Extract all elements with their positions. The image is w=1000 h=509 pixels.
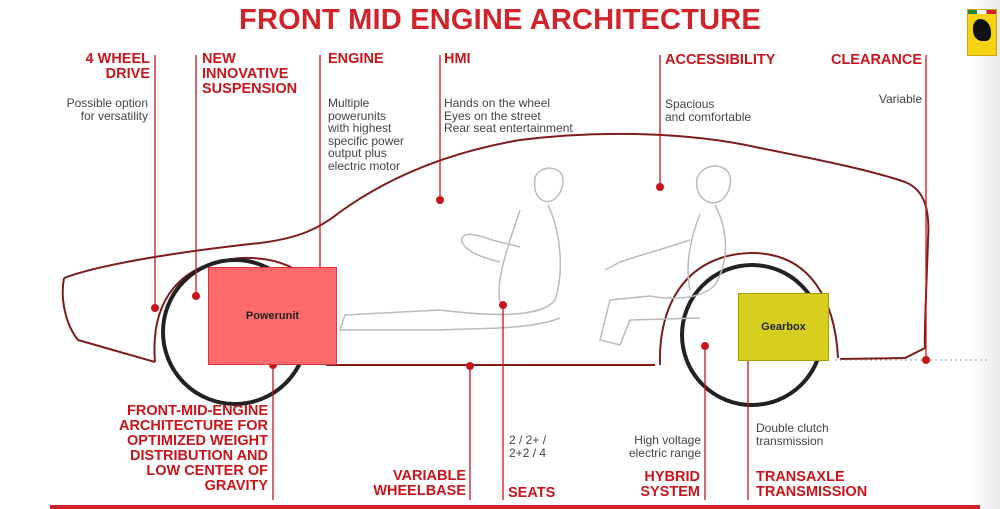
label-accessibility: ACCESSIBILITY — [665, 52, 776, 68]
page-title: FRONT MID ENGINE ARCHITECTURE — [239, 4, 761, 36]
label-clearance: CLEARANCE — [830, 52, 922, 68]
note-accessibility: Spacious and comfortable — [665, 97, 752, 124]
prancing-horse-shield-icon — [967, 9, 997, 56]
dot-4wd — [151, 304, 159, 312]
label-transaxle: TRANSAXLE TRANSMISSION — [756, 469, 868, 500]
bottom-accent-bar — [50, 505, 980, 509]
dot-clearance — [922, 356, 930, 364]
note-seats: 2 / 2+ / 2+2 / 4 — [509, 433, 547, 460]
leader-lines — [154, 55, 927, 500]
label-4-wheel-drive: 4 WHEEL DRIVE — [85, 51, 150, 82]
horse-icon — [973, 19, 991, 41]
car-body-outline — [61, 132, 930, 366]
note-4-wheel-drive: Possible option for versatility — [66, 96, 148, 123]
powerunit-box: Powerunit — [208, 267, 337, 365]
tricolor-stripe — [968, 10, 996, 14]
label-hybrid-system: HYBRID SYSTEM — [640, 469, 700, 500]
dot-wheelbase — [466, 362, 474, 370]
label-suspension: NEW INNOVATIVE SUSPENSION — [202, 51, 298, 97]
right-edge-rail — [972, 0, 1000, 509]
passenger-figure — [599, 165, 732, 346]
dot-hmi — [436, 196, 444, 204]
dot-seats — [499, 301, 507, 309]
note-engine: Multiple powerunits with highest specifi… — [328, 96, 405, 173]
dot-hybrid — [701, 342, 709, 350]
label-engine: ENGINE — [328, 51, 384, 67]
note-hmi: Hands on the wheel Eyes on the street Re… — [444, 96, 573, 135]
note-transaxle: Double clutch transmission — [756, 421, 829, 448]
dot-suspension — [192, 292, 200, 300]
note-hybrid: High voltage electric range — [628, 433, 701, 460]
label-variable-wheelbase: VARIABLE WHEELBASE — [373, 468, 466, 499]
note-clearance: Variable — [878, 92, 922, 106]
label-seats: SEATS — [508, 485, 556, 501]
dot-access — [656, 183, 664, 191]
label-hmi: HMI — [444, 51, 471, 67]
driver-figure — [338, 167, 564, 331]
label-front-mid-engine: FRONT-MID-ENGINE ARCHITECTURE FOR OPTIMI… — [118, 403, 268, 494]
gearbox-box: Gearbox — [738, 293, 829, 361]
